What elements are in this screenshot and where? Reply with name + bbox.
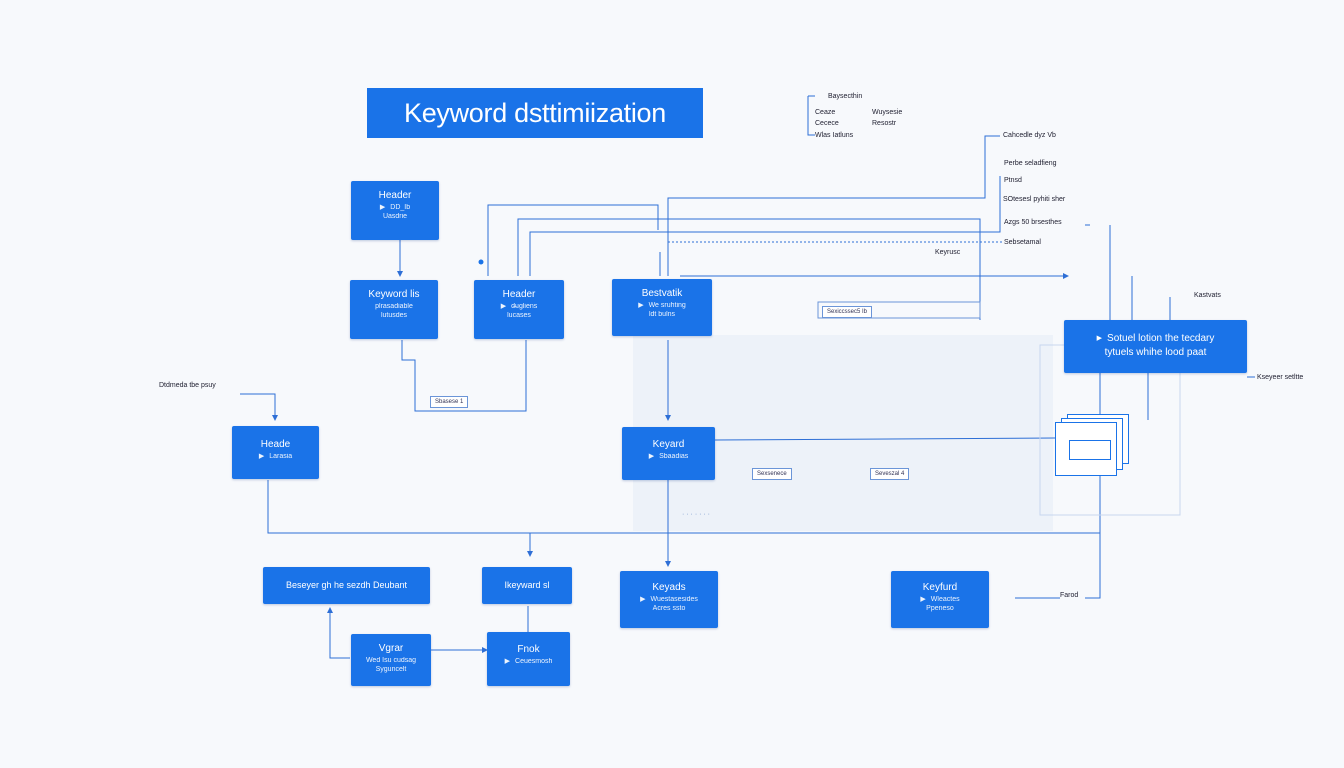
node-subtitle: Syguncelt: [375, 666, 407, 673]
node-title: Keyword lis: [368, 289, 420, 300]
node-header-middle[interactable]: Header ▶d̶ugliens lucases: [474, 280, 564, 339]
diagram-title: Keyword dsttimiization: [367, 88, 703, 138]
node-title: Beseyer gh he sezdh Deubant: [285, 580, 408, 590]
node-subtitle: ▶We sruhting: [638, 302, 686, 309]
node-subtitle: ▶Larasia: [258, 453, 293, 460]
legend-label: Cecece: [815, 120, 839, 127]
node-subtitle: ▶d̶ugliens: [500, 303, 538, 310]
play-icon: ▶: [1096, 335, 1103, 342]
node-header-top[interactable]: Header ▶DD_Ib Uasdrie: [351, 181, 439, 240]
annotation-label: Dtdmeda tbe psuy: [159, 382, 216, 389]
legend-label: Resostr: [872, 120, 897, 127]
node-title: Header: [502, 289, 536, 300]
dots-label: · · · · · · ·: [682, 511, 710, 518]
annotation-label: Kastvats: [1194, 292, 1221, 299]
node-subtitle: Acres ssto: [652, 605, 686, 612]
node-subtitle: ▶Ceuesmosh: [504, 658, 553, 665]
pill-label: Sexsenece: [752, 468, 792, 480]
legend-label: Baysecthin: [828, 93, 863, 100]
node-solution[interactable]: ▶Sotuel lotion the tecdary tytuels whihe…: [1064, 320, 1247, 373]
node-title: Ikeyward sl: [504, 580, 550, 590]
node-heade[interactable]: Heade ▶Larasia: [232, 426, 319, 479]
node-subtitle: Ppeneso: [926, 605, 954, 612]
node-bestvatik[interactable]: Bestvatik ▶We sruhting ldt bulns: [612, 279, 712, 336]
node-keyfurd[interactable]: Keyfurd ▶Wleactes Ppeneso: [891, 571, 989, 628]
play-icon: ▶: [504, 658, 511, 665]
pill-label: Sbasese 1: [430, 396, 469, 408]
annotation-label: Sebsetamal: [1004, 239, 1041, 246]
play-icon: ▶: [640, 596, 646, 603]
node-title: Vgrar: [378, 643, 404, 654]
pill-label: Seveszal 4: [870, 468, 910, 480]
legend-label: Wuysesie: [872, 109, 903, 116]
legend-label: Wlas Iatluns: [815, 132, 854, 139]
play-icon: ▶: [379, 204, 386, 211]
node-title: Heade: [260, 439, 291, 450]
play-icon: ▶: [500, 303, 507, 310]
node-keyword-list[interactable]: Keyword lis plrasadiable lutusdes: [350, 280, 438, 339]
node-title: Keyfurd: [922, 582, 958, 593]
pill-label: Sexiccssec5 Ib: [822, 306, 873, 318]
node-title: Keyard: [652, 439, 685, 450]
node-subtitle: tytuels whihe lood paat: [1104, 347, 1207, 358]
node-keyads[interactable]: Keyads ▶Wuestasesides Acres ssto: [620, 571, 718, 628]
node-subtitle: Uasdrie: [382, 213, 408, 220]
node-subtitle: ▶Wuestasesides: [640, 596, 698, 603]
play-icon: ▶: [638, 302, 644, 309]
node-subtitle: Wed Isu cudsag: [365, 657, 417, 664]
node-fnok[interactable]: Fnok ▶Ceuesmosh: [487, 632, 570, 686]
node-keyword-sl[interactable]: Ikeyward sl: [482, 567, 572, 604]
node-title: Keyads: [652, 582, 686, 593]
annotation-label: SOtesesl pyhiti sher: [1003, 196, 1066, 203]
play-icon: ▶: [258, 453, 265, 460]
annotation-label: Ptnsd: [1004, 177, 1022, 184]
annotation-label: Cahcedle dyz Vb: [1003, 132, 1056, 139]
node-title: Bestvatik: [641, 288, 683, 299]
node-subtitle: ▶Sbaadias: [648, 453, 689, 460]
legend-label: Ceaze: [815, 109, 836, 116]
annotation-label: Kseyeer setltte: [1257, 374, 1304, 381]
stack-box-icon: [1055, 408, 1155, 478]
annotation-label: Azgs 50 brsesthes: [1004, 219, 1062, 226]
node-subtitle: plrasadiable: [375, 303, 413, 310]
node-beseyer[interactable]: Beseyer gh he sezdh Deubant: [263, 567, 430, 604]
node-title: Fnok: [517, 644, 540, 655]
node-subtitle: ldt bulns: [648, 311, 676, 318]
node-keyard[interactable]: Keyard ▶Sbaadias: [622, 427, 715, 480]
play-icon: ▶: [920, 596, 926, 603]
node-subtitle: ▶DD_Ib: [379, 204, 411, 211]
node-subtitle: ▶Wleactes: [920, 596, 960, 603]
annotation-label: Farod: [1060, 592, 1079, 599]
play-icon: ▶: [648, 453, 655, 460]
node-subtitle: lutusdes: [380, 312, 408, 319]
node-title: Header: [378, 190, 412, 201]
node-vgrar[interactable]: Vgrar Wed Isu cudsag Syguncelt: [351, 634, 431, 686]
node-title: ▶Sotuel lotion the tecdary: [1096, 333, 1215, 344]
annotation-label: Keyrusc: [935, 249, 961, 256]
annotation-label: Perbe seladfieng: [1004, 160, 1057, 167]
node-subtitle: lucases: [507, 312, 531, 319]
